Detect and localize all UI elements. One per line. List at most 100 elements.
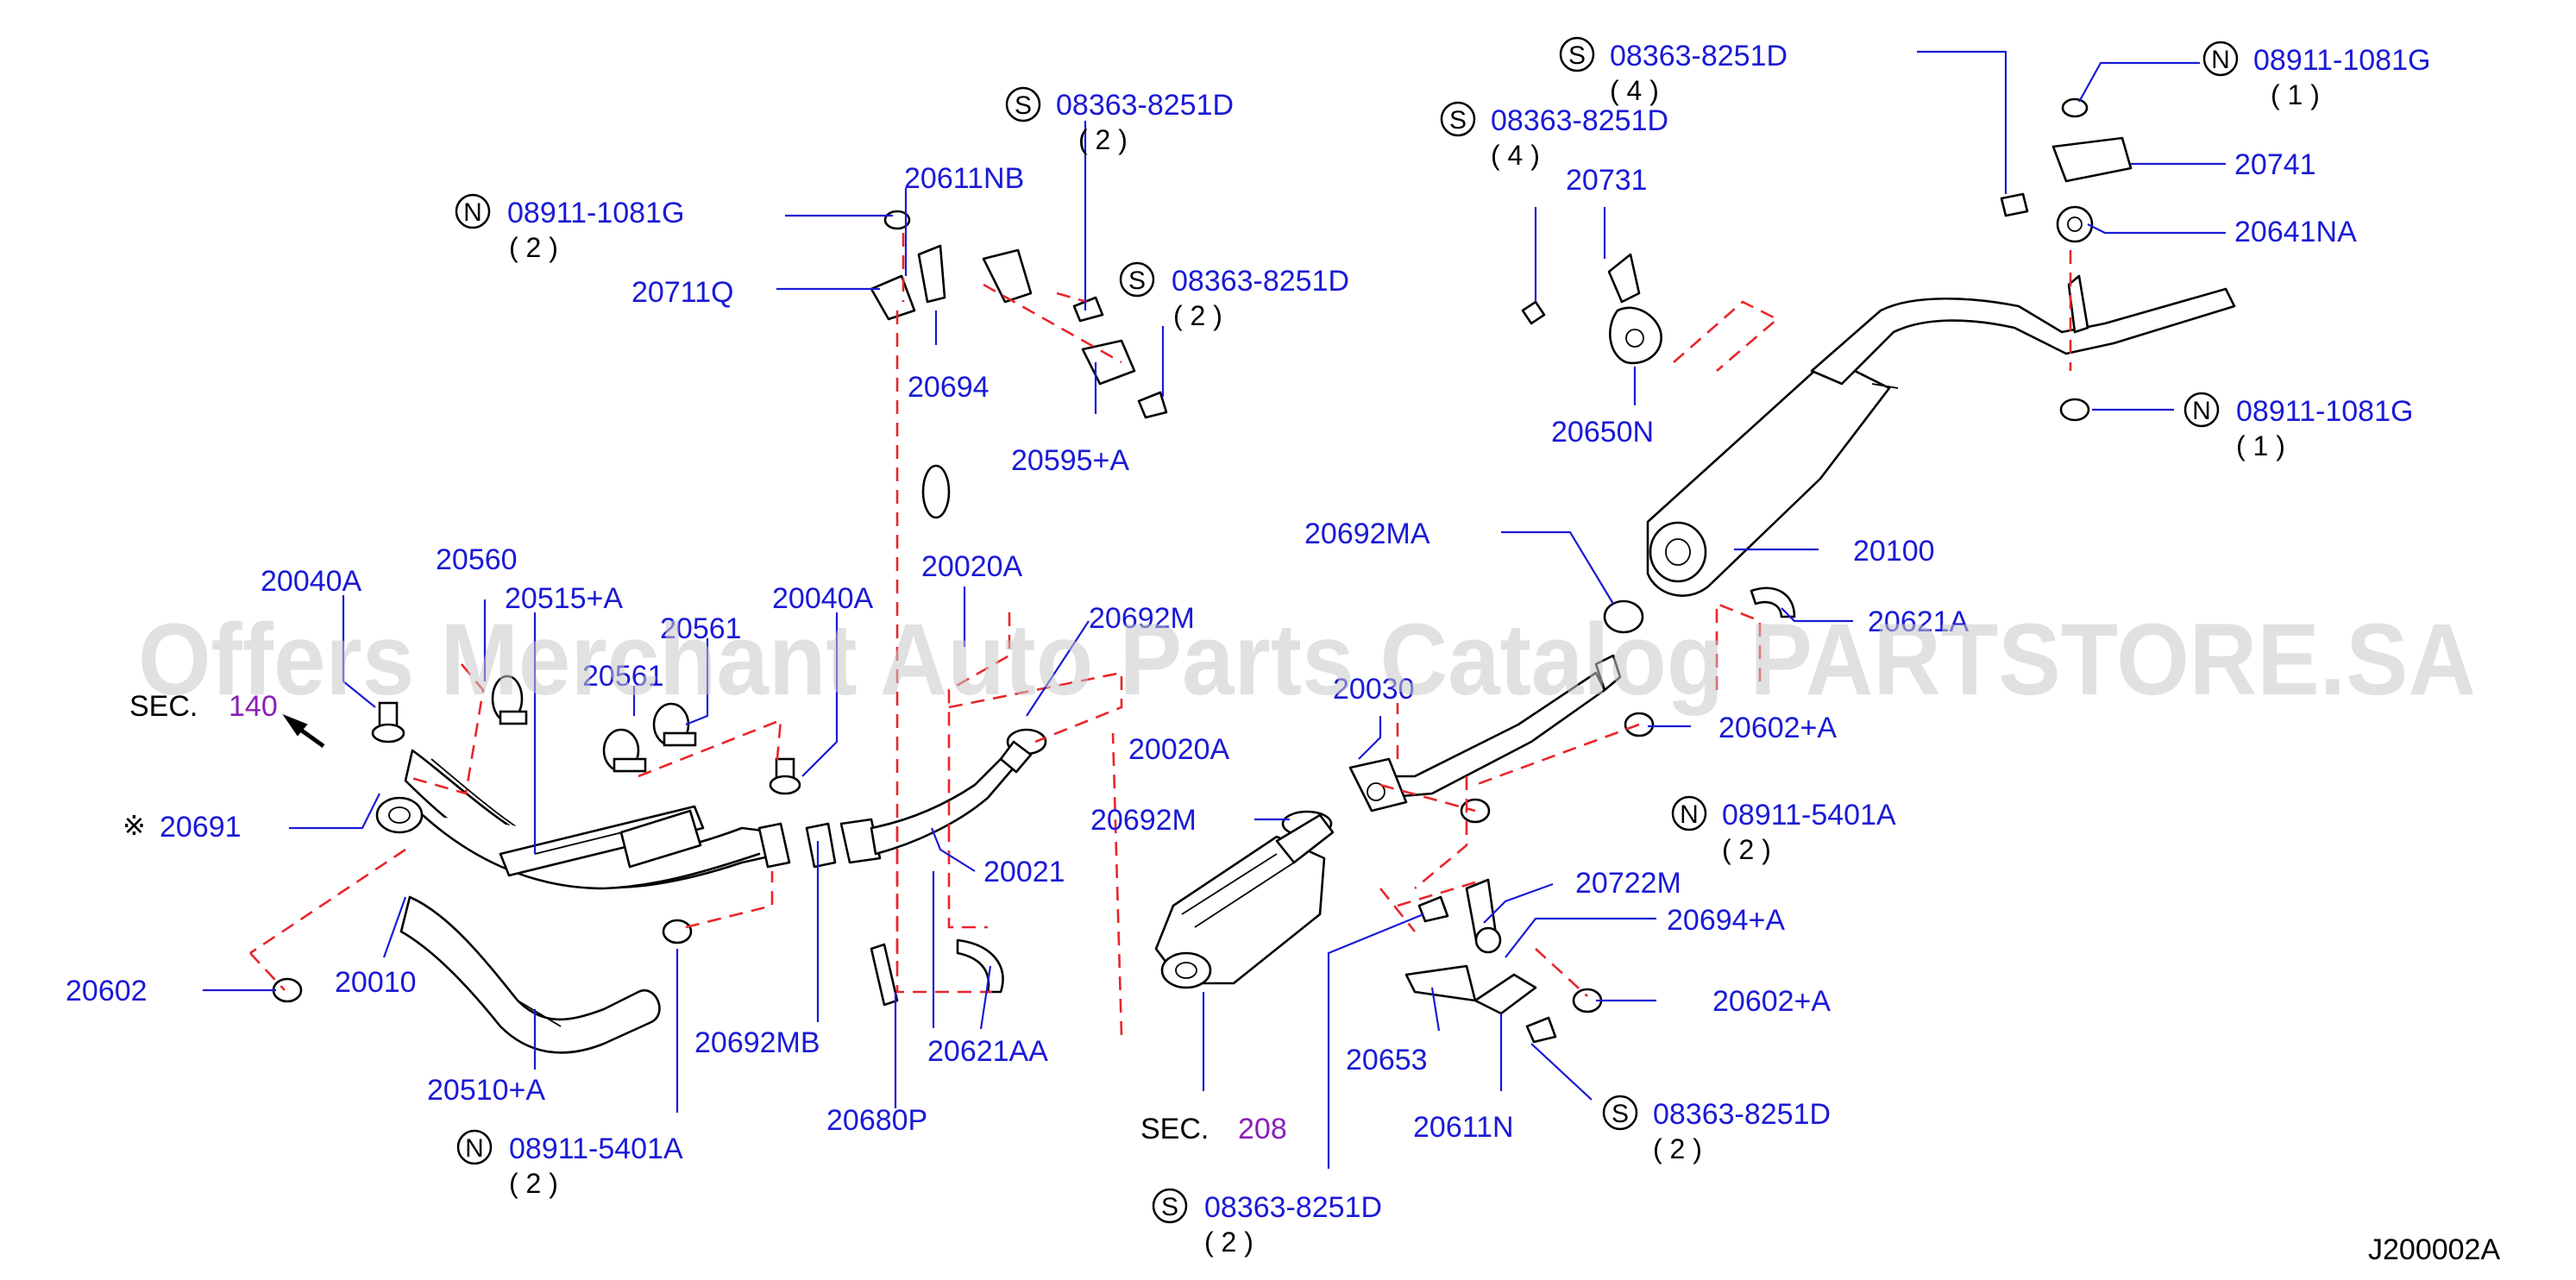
callout-c09: N 08911-5401A ( 2 ) [456, 1129, 683, 1199]
svg-text:08363-8251D: 08363-8251D [1172, 265, 1349, 298]
note-mark: ※ [123, 810, 146, 841]
svg-text:08363-8251D: 08363-8251D [1610, 40, 1787, 72]
svg-text:08911-1081G: 08911-1081G [2236, 395, 2413, 428]
label-20100: 20100 [1853, 535, 1935, 568]
svg-text:08911-5401A: 08911-5401A [509, 1133, 683, 1165]
svg-text:( 1 ): ( 1 ) [2236, 430, 2285, 461]
callout-c05: S 08363-8251D ( 4 ) [1440, 101, 1668, 171]
label-20621AA: 20621AA [927, 1035, 1048, 1068]
callout-c08: N 08911-5401A ( 2 ) [1671, 795, 1896, 865]
label-20692MB: 20692MB [694, 1026, 820, 1059]
label-20722M: 20722M [1575, 867, 1681, 900]
part-labels: 20611NB 20711Q 20694 20595+A 20731 20650… [66, 148, 2357, 1144]
label-20680P: 20680P [826, 1104, 927, 1137]
callout-c10: S 08363-8251D ( 2 ) [1602, 1095, 1831, 1164]
label-20621A: 20621A [1868, 605, 1970, 638]
callout-c03: S 08363-8251D ( 2 ) [1119, 261, 1349, 331]
middle-pipe [1348, 654, 1622, 813]
part-drawings [272, 97, 2236, 1054]
label-20692M-top: 20692M [1089, 602, 1195, 635]
callout-c07: N 08911-1081G ( 1 ) [2183, 392, 2413, 461]
label-20510A: 20510+A [427, 1074, 545, 1107]
sec-number-208[interactable]: 208 [1238, 1113, 1287, 1145]
section-arrow [282, 713, 325, 749]
svg-text:N: N [465, 1134, 484, 1163]
svg-text:S: S [1568, 41, 1586, 70]
svg-text:08363-8251D: 08363-8251D [1204, 1191, 1382, 1224]
heat-shield [499, 805, 705, 877]
center-pipe [870, 740, 1033, 856]
label-20641NA: 20641NA [2234, 216, 2357, 248]
svg-text:08911-1081G: 08911-1081G [2253, 44, 2430, 77]
label-20020A-top: 20020A [921, 550, 1023, 583]
label-20602A-bottom: 20602+A [1712, 985, 1831, 1018]
svg-text:( 4 ): ( 4 ) [1491, 140, 1540, 171]
svg-text:S: S [1161, 1193, 1178, 1221]
label-20692MA: 20692MA [1304, 518, 1430, 550]
svg-text:( 2 ): ( 2 ) [1653, 1133, 1702, 1164]
svg-text:N: N [463, 198, 482, 227]
mid-hanger [1521, 253, 1662, 365]
label-20602A-top: 20602+A [1718, 712, 1837, 744]
label-20602: 20602 [66, 975, 148, 1007]
svg-text:08911-5401A: 08911-5401A [1722, 799, 1896, 831]
label-20515A: 20515+A [505, 582, 623, 615]
sec-number-140[interactable]: 140 [229, 690, 278, 723]
label-20694: 20694 [908, 371, 990, 404]
muffler [1646, 287, 2236, 597]
svg-text:S: S [1612, 1100, 1629, 1128]
label-20561-a: 20561 [660, 612, 742, 645]
sec-label-208: SEC. [1140, 1113, 1209, 1145]
callouts: S 08363-8251D ( 2 ) N 08911-1081G ( 2 ) … [455, 36, 2430, 1258]
rear-hangers [2000, 97, 2133, 422]
callout-c02: N 08911-1081G ( 2 ) [455, 193, 684, 263]
front-pipe-lower [399, 895, 661, 1054]
catalytic-converter [1154, 813, 1335, 989]
label-20040A-right: 20040A [772, 582, 874, 615]
label-20653: 20653 [1346, 1044, 1428, 1076]
label-20611NB: 20611NB [904, 162, 1024, 195]
svg-text:( 2 ): ( 2 ) [1204, 1227, 1253, 1258]
label-20020A-mid: 20020A [1128, 733, 1230, 766]
svg-text:S: S [1128, 267, 1146, 295]
svg-text:( 2 ): ( 2 ) [1173, 300, 1222, 331]
callout-c06: N 08911-1081G ( 1 ) [2202, 41, 2430, 110]
assembly-lines [249, 233, 2072, 1036]
svg-text:( 4 ): ( 4 ) [1610, 75, 1659, 106]
svg-text:S: S [1449, 106, 1467, 135]
svg-text:S: S [1015, 91, 1032, 120]
label-20030: 20030 [1333, 673, 1415, 706]
label-20560: 20560 [436, 543, 518, 576]
watermark: Offers Merchant Auto Parts Catalog PARTS… [138, 603, 2476, 717]
callout-c01: S 08363-8251D ( 2 ) [1005, 86, 1234, 155]
callout-c04: S 08363-8251D ( 4 ) [1559, 36, 1787, 106]
svg-text:08911-1081G: 08911-1081G [507, 197, 684, 229]
svg-text:N: N [2192, 397, 2211, 425]
front-pipe-upper [375, 749, 782, 890]
clamps [491, 675, 697, 773]
label-20021: 20021 [983, 856, 1065, 888]
sec-label-140: SEC. [129, 690, 198, 723]
svg-text:N: N [1680, 800, 1699, 829]
svg-text:( 2 ): ( 2 ) [509, 1168, 558, 1199]
label-20650N: 20650N [1551, 416, 1654, 449]
label-20595A: 20595+A [1011, 444, 1129, 477]
label-20741: 20741 [2234, 148, 2316, 181]
leader-lines [203, 50, 2226, 1169]
label-20561-b: 20561 [582, 660, 664, 693]
svg-text:( 1 ): ( 1 ) [2271, 79, 2320, 110]
svg-text:N: N [2211, 46, 2230, 74]
svg-text:( 2 ): ( 2 ) [1078, 124, 1128, 155]
label-20611N: 20611N [1413, 1111, 1514, 1144]
svg-text:( 2 ): ( 2 ) [1722, 834, 1771, 865]
svg-text:08363-8251D: 08363-8251D [1653, 1098, 1831, 1131]
svg-text:( 2 ): ( 2 ) [509, 232, 558, 263]
label-20010: 20010 [335, 966, 417, 999]
sensors [371, 701, 801, 795]
label-20711Q: 20711Q [631, 276, 733, 309]
label-20731: 20731 [1566, 164, 1648, 197]
svg-text:08363-8251D: 08363-8251D [1056, 89, 1234, 122]
label-20040A-left: 20040A [261, 565, 362, 598]
label-20692M-mid: 20692M [1090, 804, 1197, 837]
